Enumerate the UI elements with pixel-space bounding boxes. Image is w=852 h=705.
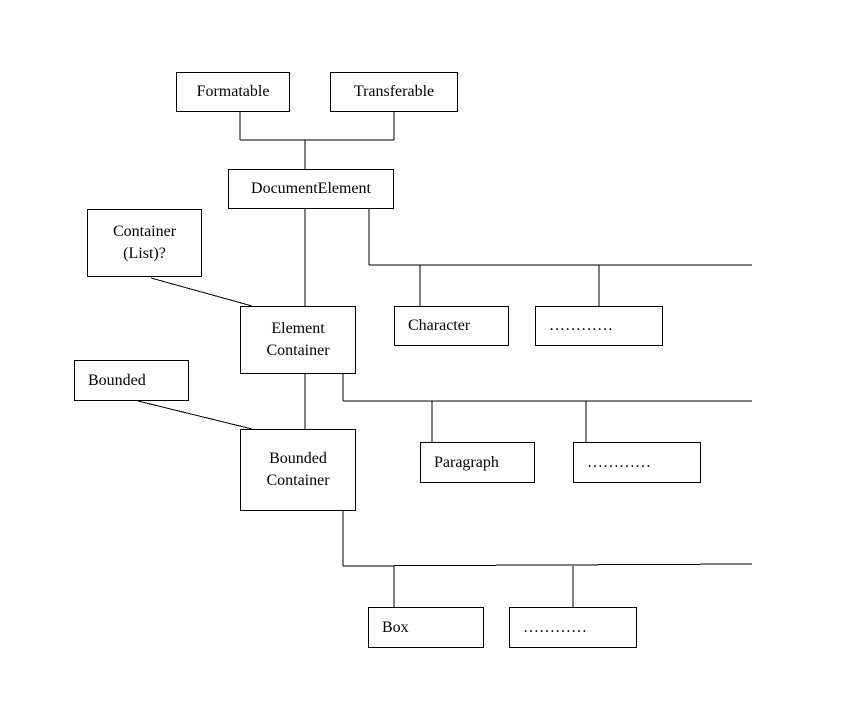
node-box-more: …………	[509, 607, 637, 648]
node-box-label: Box	[382, 618, 409, 636]
node-bounded-container: Bounded Container	[240, 429, 356, 511]
connector-container-list-association	[150, 277, 253, 307]
node-character-label: Character	[408, 317, 471, 334]
connector-bounded-association	[137, 400, 253, 430]
node-formatable: Formatable	[176, 72, 290, 112]
node-element-container: Element Container	[240, 306, 356, 374]
node-formatable-label: Formatable	[196, 83, 270, 100]
node-paragraph-more: …………	[573, 442, 701, 483]
node-bounded: Bounded	[74, 360, 189, 401]
node-character-more: …………	[535, 306, 663, 346]
node-paragraph-label: Paragraph	[434, 453, 499, 471]
node-paragraph-more-label: …………	[587, 453, 651, 471]
node-character: Character	[394, 306, 509, 346]
node-document-element: DocumentElement	[228, 169, 394, 209]
node-paragraph: Paragraph	[420, 442, 535, 483]
node-bounded-container-label: Bounded Container	[266, 450, 330, 489]
node-element-container-label: Element Container	[266, 320, 330, 359]
node-box: Box	[368, 607, 484, 648]
node-container-list-label: Container (List)?	[112, 223, 177, 262]
node-character-more-label: …………	[549, 317, 613, 334]
node-box-more-label: …………	[523, 618, 587, 636]
connector-bounded-container-branch-bar	[342, 563, 753, 567]
node-document-element-label: DocumentElement	[251, 180, 371, 197]
node-bounded-label: Bounded	[88, 371, 146, 389]
node-transferable: Transferable	[330, 72, 458, 112]
node-transferable-label: Transferable	[353, 83, 435, 100]
node-container-list: Container (List)?	[87, 209, 202, 277]
